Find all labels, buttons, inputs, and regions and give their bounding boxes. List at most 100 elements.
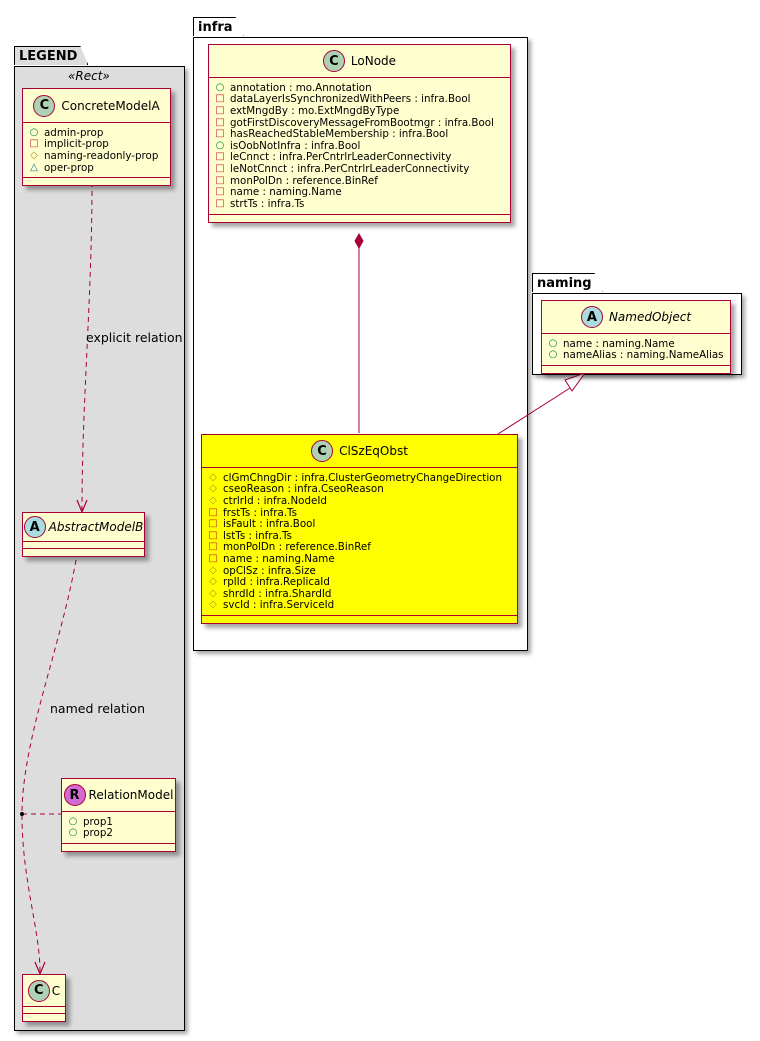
class-name: NamedObject — [608, 310, 692, 324]
attribute: □implicit-prop — [29, 138, 109, 151]
explicit-relation-label: explicit relation — [86, 330, 183, 345]
class-name: LoNode — [350, 54, 397, 68]
class-concrete-model-a[interactable]: C ConcreteModelA ○admin-prop □implicit-p… — [22, 88, 171, 187]
method-list — [202, 616, 517, 623]
attribute: ○prop1 — [68, 815, 113, 828]
attribute-list: ○annotation : mo.Annotation □dataLayerIs… — [209, 78, 510, 215]
private-visibility-icon: □ — [215, 151, 225, 163]
protected-visibility-icon: ◇ — [209, 587, 217, 599]
attribute: □dataLayerIsSynchronizedWithPeers : infr… — [215, 93, 471, 106]
method-list — [23, 178, 170, 185]
attribute: □name : naming.Name — [208, 552, 335, 565]
class-cl-sz-eq-obst[interactable]: C ClSzEqObst ◇clGmChngDir : infra.Cluste… — [201, 434, 518, 625]
attribute-list: ○admin-prop □implicit-prop ◇naming-reado… — [23, 123, 170, 179]
private-visibility-icon: □ — [208, 541, 218, 553]
attribute: ○prop2 — [68, 827, 113, 840]
private-visibility-icon: □ — [208, 552, 218, 564]
method-list — [542, 366, 730, 373]
attribute: ◇cseoReason : infra.CseoReason — [209, 483, 384, 496]
private-visibility-icon: □ — [215, 197, 225, 209]
method-list — [23, 1014, 65, 1021]
explicit-relation-line — [81, 181, 93, 511]
attribute: □gotFirstDiscoveryMessageFromBootmgr : i… — [215, 116, 494, 129]
private-visibility-icon: □ — [29, 138, 39, 150]
public-visibility-icon: ○ — [29, 126, 39, 138]
protected-visibility-icon: ◇ — [30, 149, 38, 161]
attribute-list: ◇clGmChngDir : infra.ClusterGeometryChan… — [202, 468, 517, 617]
public-visibility-icon: ○ — [548, 349, 558, 361]
attribute: ○annotation : mo.Annotation — [215, 81, 372, 94]
protected-visibility-icon: ◇ — [209, 576, 217, 588]
class-name: AbstractModelB — [48, 520, 144, 534]
class-badge-icon: C — [322, 50, 345, 72]
attribute: ◇ctrlrId : infra.NodeId — [209, 494, 327, 507]
attribute: □name : naming.Name — [215, 186, 342, 199]
attribute: □isFault : infra.Bool — [208, 518, 316, 531]
attribute: ◇opClSz : infra.Size — [209, 564, 316, 577]
class-badge-icon: C — [33, 94, 56, 117]
attribute: □monPolDn : reference.BinRef — [215, 174, 378, 187]
public-visibility-icon: ○ — [215, 81, 225, 93]
attribute: □leNotCnnct : infra.PerCntrlrLeaderConne… — [215, 162, 470, 175]
package-infra-tab: infra — [193, 17, 244, 36]
class-header: C LoNode — [209, 45, 510, 78]
class-header: C ConcreteModelA — [23, 89, 170, 123]
attribute: □strtTs : infra.Ts — [215, 197, 305, 210]
class-name: C — [51, 983, 61, 998]
attribute: ○nameAlias : naming.NameAlias — [548, 349, 724, 362]
private-visibility-icon: □ — [208, 518, 218, 530]
attribute: ◇naming-readonly-prop — [30, 149, 159, 162]
protected-visibility-icon: ◇ — [209, 599, 217, 611]
attribute: ◇svcId : infra.ServiceId — [209, 599, 335, 612]
class-c[interactable]: C C — [22, 974, 66, 1022]
private-visibility-icon: □ — [215, 116, 225, 128]
class-header: R RelationModel — [62, 779, 175, 812]
attribute: △oper-prop — [30, 161, 94, 174]
attribute-list: ○prop1 ○prop2 — [62, 812, 175, 845]
attribute: ◇clGmChngDir : infra.ClusterGeometryChan… — [209, 471, 503, 484]
class-abstract-model-b[interactable]: A AbstractModelB — [22, 512, 145, 557]
private-visibility-icon: □ — [208, 506, 218, 518]
method-list — [23, 549, 144, 556]
class-badge-icon: C — [27, 979, 50, 1002]
class-name: RelationModel — [88, 788, 174, 802]
class-named-object[interactable]: A NamedObject ○name : naming.Name ○nameA… — [541, 300, 731, 375]
composition-diamond — [354, 232, 364, 250]
protected-visibility-icon: ◇ — [209, 564, 217, 576]
package-naming-tab: naming — [532, 273, 603, 292]
attribute: ◇rplId : infra.ReplicaId — [209, 576, 330, 589]
attribute-list — [23, 1007, 65, 1014]
attribute-list: ○name : naming.Name ○nameAlias : naming.… — [542, 334, 730, 367]
protected-visibility-icon: ◇ — [209, 483, 217, 495]
private-visibility-icon: □ — [208, 529, 218, 541]
protected-visibility-icon: ◇ — [209, 494, 217, 506]
method-list — [209, 215, 510, 222]
association-point — [20, 812, 24, 816]
public-visibility-icon: ○ — [68, 815, 78, 827]
class-lo-node[interactable]: C LoNode ○annotation : mo.Annotation □da… — [208, 44, 511, 223]
named-relation-label: named relation — [50, 701, 145, 716]
private-visibility-icon: □ — [215, 174, 225, 186]
method-list — [62, 844, 175, 851]
private-visibility-icon: □ — [215, 162, 225, 174]
attribute: ○name : naming.Name — [548, 337, 675, 350]
class-name: ConcreteModelA — [61, 98, 160, 113]
class-badge-icon: C — [311, 440, 334, 462]
attribute: □lstTs : infra.Ts — [208, 529, 293, 542]
package-visibility-icon: △ — [30, 161, 38, 173]
public-visibility-icon: ○ — [215, 139, 225, 151]
class-name: ClSzEqObst — [339, 444, 408, 458]
legend-stereotype: «Rect» — [68, 69, 110, 83]
abstract-badge-icon: A — [580, 306, 603, 328]
attribute: ○isOobNotInfra : infra.Bool — [215, 139, 361, 152]
class-header: C C — [23, 975, 65, 1007]
relation-badge-icon: R — [63, 784, 86, 806]
private-visibility-icon: □ — [215, 128, 225, 140]
abstract-badge-icon: A — [23, 516, 46, 538]
attribute: ◇shrdId : infra.ShardId — [209, 587, 332, 600]
class-header: A AbstractModelB — [23, 513, 144, 542]
private-visibility-icon: □ — [215, 93, 225, 105]
class-relation-model[interactable]: R RelationModel ○prop1 ○prop2 — [61, 778, 176, 853]
public-visibility-icon: ○ — [548, 337, 558, 349]
attribute: □frstTs : infra.Ts — [208, 506, 298, 519]
